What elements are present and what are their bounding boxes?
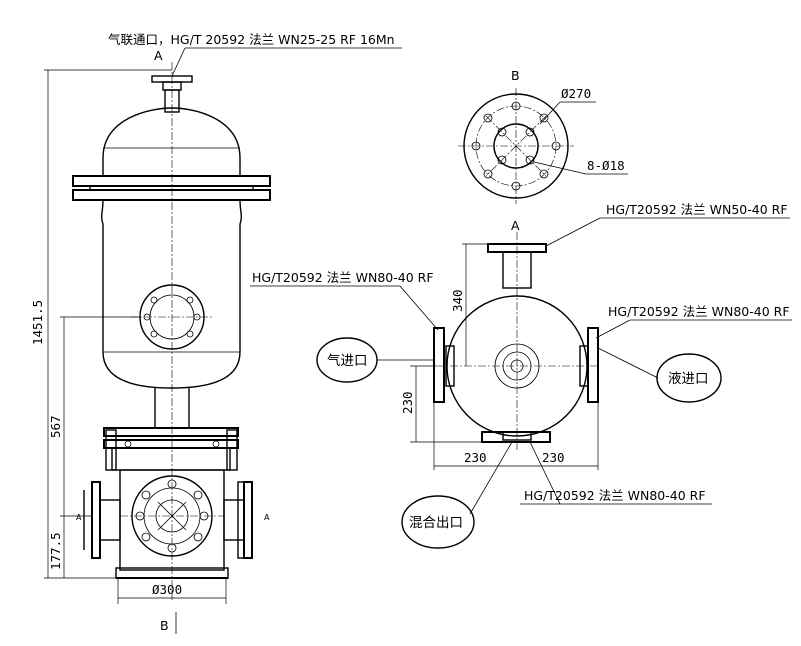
dim-230-right: 230 — [542, 450, 565, 465]
section-a-marker-right: A — [511, 218, 520, 233]
mixed-outlet-label: 混合出口 — [409, 515, 463, 531]
section-a-plan-view: A HG/T20592 法兰 WN50-40 RF HG/T20592 法兰 W… — [250, 202, 792, 549]
dim-230-vertical: 230 — [400, 391, 415, 414]
flange-left-note: HG/T20592 法兰 WN80-40 RF — [252, 270, 434, 285]
gas-inlet-label: 气进口 — [327, 353, 368, 369]
front-elevation-view: 气联通口，HG/T 20592 法兰 WN25-25 RF 16Mn A — [30, 32, 402, 634]
flange-right-note: HG/T20592 法兰 WN80-40 RF — [608, 304, 790, 319]
section-b-marker-bottom: B — [160, 618, 169, 633]
dim-overall-height: 1451.5 — [30, 300, 45, 345]
dim-height-567: 567 — [48, 415, 63, 438]
section-a-small-left: A — [76, 513, 82, 522]
dim-holes-8-18: 8-Ø18 — [587, 158, 625, 173]
dim-dia-270: Ø270 — [561, 86, 591, 101]
liquid-inlet-label: 液进口 — [668, 371, 709, 387]
section-a-marker-top: A — [154, 48, 163, 63]
flange-bottom-note: HG/T20592 法兰 WN80-40 RF — [524, 488, 706, 503]
dim-height-177: 177.5 — [48, 532, 63, 570]
flange-top-right-note: HG/T20592 法兰 WN50-40 RF — [606, 202, 788, 217]
view-b-flange: B Ø270 8-Ø18 — [458, 68, 628, 204]
dim-230-left: 230 — [464, 450, 487, 465]
section-a-small-right: A — [264, 513, 270, 522]
top-nozzle-note: 气联通口，HG/T 20592 法兰 WN25-25 RF 16Mn — [108, 32, 395, 47]
view-b-label: B — [511, 68, 520, 83]
dim-340: 340 — [450, 289, 465, 312]
dim-dia-300: Ø300 — [152, 582, 182, 597]
